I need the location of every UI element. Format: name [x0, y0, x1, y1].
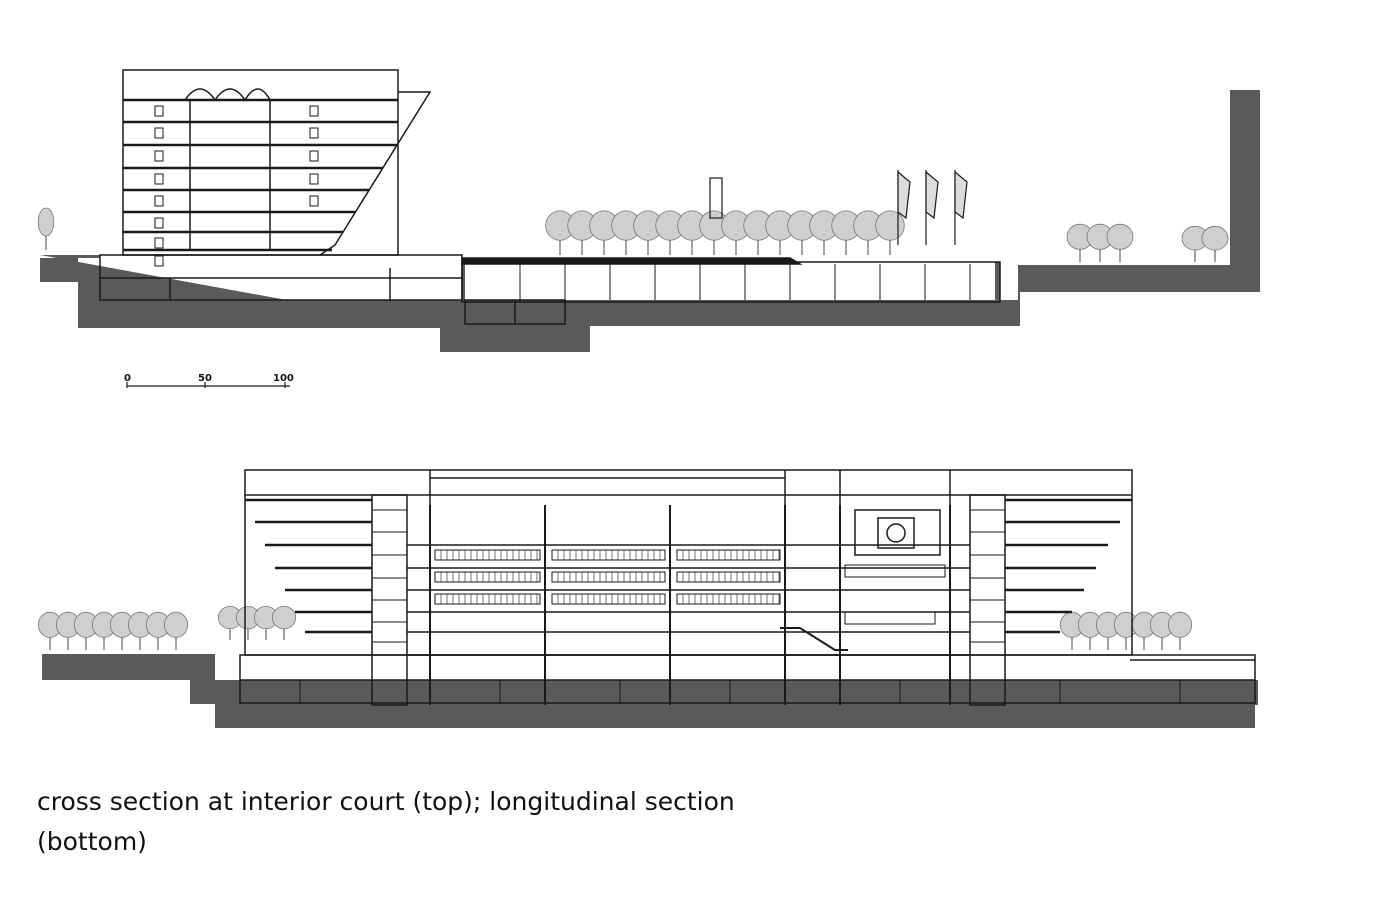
cross-section-earth-mid: [590, 300, 1020, 326]
cross-section: [40, 69, 1260, 352]
auditorium-glazing: [844, 611, 936, 625]
auditorium-screen: [877, 517, 915, 549]
shelf-band: [551, 549, 666, 561]
office-window: [309, 127, 319, 139]
tree-crown: [1167, 611, 1193, 638]
tree-crown: [1201, 225, 1229, 251]
auditorium-box: [854, 509, 941, 556]
tree-crown: [271, 605, 297, 630]
office-building-outline: [122, 69, 399, 256]
figure-caption: cross section at interior court (top); l…: [37, 782, 937, 862]
office-window: [154, 237, 164, 249]
office-window: [309, 150, 319, 162]
tree-crown: [163, 611, 189, 638]
office-window: [154, 173, 164, 185]
office-window: [154, 217, 164, 229]
shelf-band: [676, 549, 781, 561]
office-window: [309, 105, 319, 117]
distant-tower: [709, 177, 723, 219]
cross-section-wall-right: [1230, 90, 1260, 290]
office-window: [309, 173, 319, 185]
shelf-band: [434, 593, 541, 605]
architectural-sections-drawing: 0 50 100: [37, 69, 1260, 728]
court-basement: [461, 261, 1001, 303]
auditorium-emblem: [886, 523, 906, 543]
tree-crown: [1106, 223, 1134, 250]
longitudinal-floors: [245, 498, 1132, 656]
caption-line-1: cross section at interior court (top); l…: [37, 787, 735, 816]
tree-crown: [875, 210, 905, 241]
office-window: [154, 255, 164, 267]
office-window: [154, 150, 164, 162]
tree-crown: [37, 207, 55, 237]
cross-section-earth-base: [78, 300, 440, 328]
court-roof-slab: [461, 257, 803, 265]
roof-vaults: [184, 88, 271, 101]
scale-tick-50: 50: [198, 373, 212, 384]
scale-tick-100: 100: [273, 373, 294, 384]
cross-section-earth-right: [1020, 265, 1260, 292]
cross-section-earth-left: [40, 258, 78, 282]
office-window: [154, 105, 164, 117]
auditorium-seating: [844, 564, 946, 578]
longitudinal-section: [42, 469, 1258, 728]
tree-groups: [37, 207, 1229, 650]
office-building-slant: [319, 91, 432, 256]
cross-section-earth-pit: [440, 326, 590, 352]
shelf-band: [551, 593, 666, 605]
scale-bar: [126, 382, 290, 388]
shelf-band: [434, 571, 541, 583]
caption-line-2: (bottom): [37, 827, 147, 856]
court-flags: [897, 170, 968, 245]
court-basement-columns: [519, 264, 971, 300]
longitudinal-ground: [42, 654, 1258, 728]
office-window: [154, 195, 164, 207]
shelf-band: [434, 549, 541, 561]
office-window: [154, 127, 164, 139]
scale-tick-0: 0: [124, 373, 131, 384]
shelf-band: [551, 571, 666, 583]
escalator: [780, 627, 848, 651]
office-window: [309, 195, 319, 207]
longitudinal-columns: [299, 505, 1181, 705]
shelf-band: [676, 593, 781, 605]
stack-windows: [434, 549, 946, 625]
shelf-band: [676, 571, 781, 583]
office-floors: [123, 98, 398, 267]
longitudinal-building-outline: [244, 469, 1133, 656]
